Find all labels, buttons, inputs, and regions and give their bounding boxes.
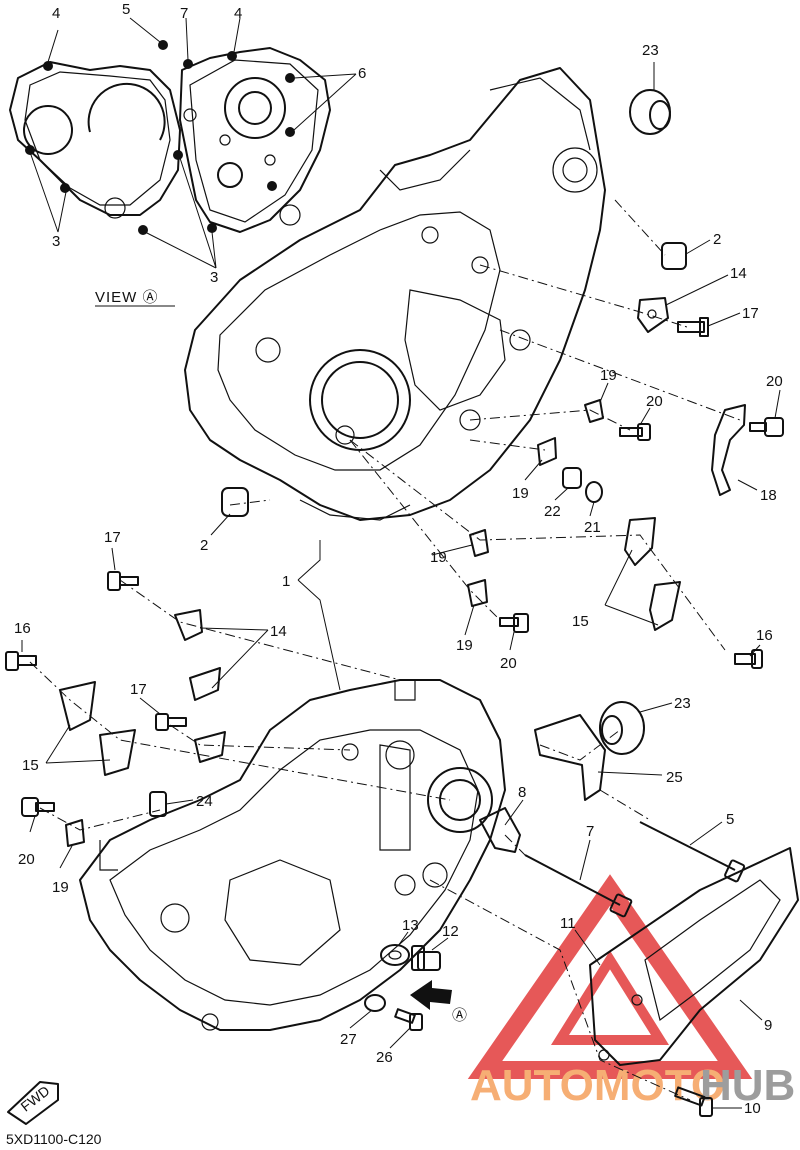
callout-5-lower: 5 [726, 811, 734, 828]
view-a-arrow: Ⓐ [410, 980, 467, 1024]
part-19-clip-upper [584, 399, 604, 423]
part-26-bolt [394, 1008, 423, 1031]
callout-11: 11 [560, 915, 576, 932]
part-17-upper-bolt [677, 317, 709, 337]
callout-19-left: 19 [52, 879, 69, 896]
part-25-guide [534, 714, 606, 801]
callout-26: 26 [376, 1049, 393, 1066]
view-a-label: VIEW Ⓐ [95, 289, 159, 306]
watermark-text-orange: AUTOMOTO [470, 1061, 725, 1110]
callout-20-center: 20 [646, 393, 663, 410]
callout-19-lower-b: 19 [456, 637, 473, 654]
part-20-center-bolt [619, 423, 651, 441]
callout-19-mid: 19 [512, 485, 529, 502]
callouts: 4 5 7 4 6 3 3 23 2 14 17 20 19 20 18 19 … [14, 1, 783, 1117]
part-27-washer [364, 994, 386, 1012]
callout-15-right: 15 [572, 613, 589, 630]
callout-2-lower: 2 [200, 537, 208, 554]
part-20-lower-bolt [499, 613, 529, 633]
callout-13: 13 [402, 917, 419, 934]
callout-27: 27 [340, 1031, 357, 1048]
callout-9: 9 [764, 1017, 772, 1034]
callout-21: 21 [584, 519, 601, 536]
part-2-lower-dowel [221, 487, 249, 517]
callout-18: 18 [760, 487, 777, 504]
part-22-dowel [562, 467, 582, 489]
part-7-long-bolt [524, 854, 633, 918]
callout-23-lower: 23 [674, 695, 691, 712]
part-5-long-bolt [639, 821, 746, 883]
part-16-right-bolt [734, 649, 763, 669]
crankcase-right-half [79, 679, 506, 1031]
callout-3-view-a-left: 3 [52, 233, 60, 250]
callout-20-lower: 20 [500, 655, 517, 672]
part-10-bolt [674, 1086, 713, 1117]
part-23-upper-seal [629, 89, 671, 135]
part-20-left-bolt [21, 797, 55, 817]
callout-16-left: 16 [14, 620, 31, 637]
callout-3-view-a-right: 3 [210, 269, 218, 286]
view-a-inset: VIEW Ⓐ [9, 17, 357, 307]
part-17-mid-bolt [155, 713, 187, 731]
part-20-right-bolt [749, 417, 784, 437]
part-19-clip-lower-a [469, 529, 489, 557]
callout-10: 10 [744, 1100, 761, 1117]
part-17-left-bolt [107, 571, 139, 591]
callout-4-view-a: 4 [52, 5, 60, 22]
callout-20-left: 20 [18, 851, 35, 868]
part-19-clip-mid [537, 437, 557, 466]
callout-5-view-a: 5 [122, 1, 130, 18]
watermark-text-gray: HUB [700, 1061, 795, 1110]
callout-17-mid: 17 [130, 681, 147, 698]
callout-7-lower: 7 [586, 823, 594, 840]
callout-19-lower-a: 19 [430, 549, 447, 566]
callout-17-left: 17 [104, 529, 121, 546]
callout-24: 24 [196, 793, 213, 810]
callout-7-view-a: 7 [180, 5, 188, 22]
callout-6-view-a: 6 [358, 65, 366, 82]
watermark: AUTOMOTO HUB [467, 874, 795, 1110]
diagram-code: 5XD1100-C120 [6, 1131, 102, 1147]
callout-16-right: 16 [756, 627, 773, 644]
part-16-left-bolt [5, 651, 37, 671]
part-2-upper-dowel [661, 242, 687, 270]
watermark-triangle-logo [467, 874, 753, 1079]
fwd-label: FWD [18, 1082, 53, 1114]
part-18-bracket [711, 404, 746, 496]
part-19-clip-left [65, 819, 85, 847]
callout-12: 12 [442, 923, 459, 940]
callout-22: 22 [544, 503, 561, 520]
callout-19-upper: 19 [600, 367, 617, 384]
callout-15-left: 15 [22, 757, 39, 774]
part-19-clip-lower-b [467, 579, 488, 607]
callout-1: 1 [282, 573, 290, 590]
callout-8: 8 [518, 784, 526, 801]
part-21-o-ring [585, 481, 603, 503]
part-9-sprocket-cover [589, 847, 799, 1066]
fwd-arrow-icon: FWD [7, 1081, 59, 1125]
part-12-plug [411, 945, 441, 971]
callout-2-upper: 2 [713, 231, 721, 248]
callout-14-left: 14 [270, 623, 287, 640]
part-14-left-plates [174, 609, 226, 763]
callout-20-right: 20 [766, 373, 783, 390]
part-15-right-plates [624, 517, 681, 631]
callout-17-upper: 17 [742, 305, 759, 322]
part-23-lower-seal [599, 701, 645, 755]
callout-23-upper: 23 [642, 42, 659, 59]
arrow-a-marker: Ⓐ [452, 1007, 467, 1024]
callout-25: 25 [666, 769, 683, 786]
crankcase-left-half [184, 67, 606, 521]
part-13-washer [380, 944, 410, 966]
callout-4b-view-a: 4 [234, 5, 242, 22]
part-8-bracket [479, 807, 521, 853]
callout-14-upper: 14 [730, 265, 747, 282]
leader-lines [21, 62, 781, 1109]
part-14-upper-plate [637, 297, 669, 333]
part-15-left-plates [59, 681, 136, 776]
